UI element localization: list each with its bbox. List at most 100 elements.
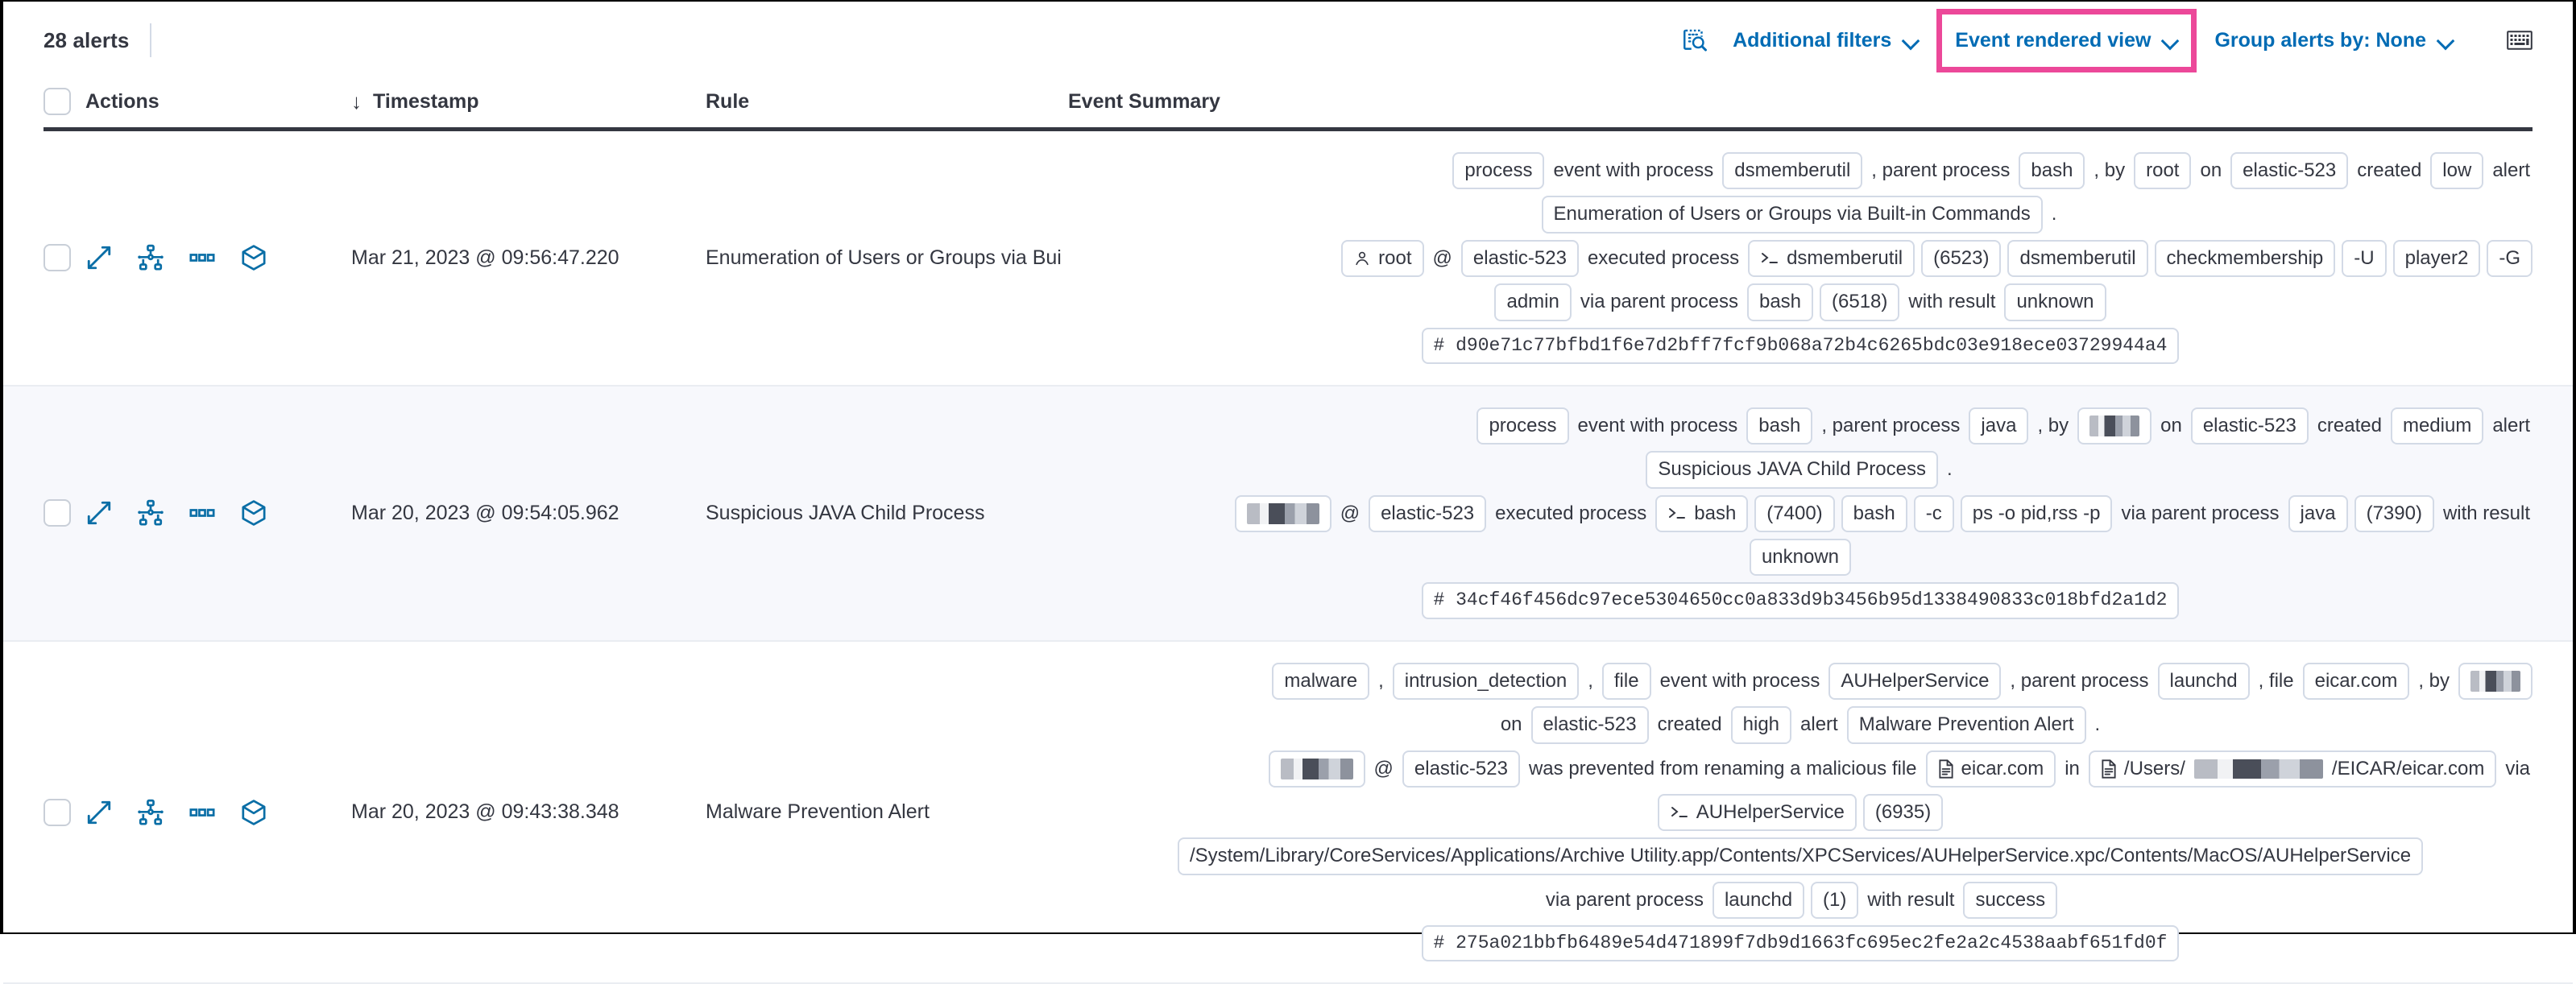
summary-chip[interactable]: elastic-523 <box>2190 407 2309 445</box>
summary-chip-redacted-user[interactable] <box>1268 750 1365 788</box>
summary-chip[interactable]: java <box>1969 407 2029 445</box>
column-header-timestamp[interactable]: ↓ Timestamp <box>351 89 706 114</box>
summary-chip[interactable]: launchd <box>1712 881 1805 920</box>
summary-text: @ <box>1340 502 1360 524</box>
row-select-checkbox[interactable] <box>43 798 71 826</box>
summary-chip[interactable]: java <box>2288 494 2348 533</box>
row-select-checkbox[interactable] <box>43 499 71 527</box>
more-actions-icon[interactable] <box>188 799 216 826</box>
summary-chip-redacted-user[interactable] <box>1234 494 1331 532</box>
additional-filters-button[interactable]: Additional filters <box>1720 21 1932 60</box>
session-view-icon[interactable] <box>240 499 267 527</box>
summary-chip[interactable]: (6523) <box>1921 239 2002 278</box>
summary-chip[interactable]: medium <box>2390 407 2484 445</box>
summary-chip[interactable]: bash <box>1655 494 1749 533</box>
row-rule-name[interactable]: Enumeration of Users or Groups via Bui <box>706 246 1062 269</box>
summary-chip-label: /System/Library/CoreServices/Application… <box>1189 845 2412 867</box>
summary-chip[interactable]: (7390) <box>2354 494 2434 533</box>
summary-chip[interactable]: Malware Prevention Alert <box>1846 706 2086 744</box>
summary-chip[interactable]: ps -o pid,rss -p <box>1960 494 2113 533</box>
summary-chip[interactable]: -c <box>1913 494 1954 533</box>
select-all-checkbox[interactable] <box>43 88 71 115</box>
summary-chip[interactable]: (6518) <box>1820 283 1900 321</box>
summary-text: , parent process <box>1871 159 2011 181</box>
chevron-down-icon <box>1903 32 1919 48</box>
summary-chip[interactable]: root <box>2134 152 2192 190</box>
summary-chip[interactable]: (7400) <box>1754 494 1835 533</box>
summary-chip[interactable]: # d90e71c77bfbd1f6e7d2bff7fcf9b068a72b4c… <box>1421 327 2180 364</box>
summary-chip[interactable]: -G <box>2487 239 2533 278</box>
summary-chip[interactable]: eicar.com <box>2302 662 2410 701</box>
summary-chip[interactable]: dsmemberutil <box>2007 239 2148 278</box>
session-view-icon[interactable] <box>240 244 267 271</box>
summary-chip[interactable]: unknown <box>1749 539 1852 577</box>
summary-chip[interactable]: AUHelperService <box>1828 662 2002 701</box>
summary-chip[interactable]: checkmembership <box>2154 239 2336 278</box>
summary-chip[interactable]: bash <box>1746 407 1813 445</box>
summary-chip[interactable]: intrusion_detection <box>1392 662 1580 701</box>
analyzer-icon[interactable] <box>137 244 164 271</box>
expand-icon[interactable] <box>85 244 113 271</box>
summary-chip[interactable]: elastic-523 <box>1402 750 1520 788</box>
summary-chip-label: elastic-523 <box>1472 246 1567 269</box>
summary-chip[interactable]: # 275a021bbfb6489e54d471899f7db9d1663fc6… <box>1421 925 2180 962</box>
column-header-timestamp-label: Timestamp <box>373 89 479 113</box>
row-rule-name[interactable]: Suspicious JAVA Child Process <box>706 501 985 524</box>
keyboard-shortcuts-button[interactable] <box>2495 23 2544 58</box>
summary-chip[interactable]: unknown <box>2004 283 2106 321</box>
summary-chip[interactable]: process <box>1476 407 1569 445</box>
more-actions-icon[interactable] <box>188 499 216 527</box>
summary-chip[interactable]: low <box>2430 152 2484 190</box>
summary-chip[interactable]: AUHelperService <box>1657 793 1857 832</box>
inspect-button[interactable] <box>1670 19 1720 62</box>
summary-chip[interactable]: bash <box>1841 494 1907 533</box>
summary-chip[interactable]: player2 <box>2392 239 2481 278</box>
summary-chip-redacted-user[interactable] <box>2077 407 2152 445</box>
expand-icon[interactable] <box>85 499 113 527</box>
expand-icon[interactable] <box>85 799 113 826</box>
analyzer-icon[interactable] <box>137 499 164 527</box>
summary-chip[interactable]: file <box>1601 662 1651 701</box>
summary-chip[interactable]: launchd <box>2157 662 2250 701</box>
summary-chip-redacted-user[interactable] <box>2458 662 2533 700</box>
analyzer-icon[interactable] <box>137 799 164 826</box>
summary-chip-file-path[interactable]: /Users//EICAR/eicar.com <box>2088 750 2497 788</box>
summary-chip[interactable]: elastic-523 <box>1369 494 1487 533</box>
summary-chip[interactable]: root <box>1341 239 1424 278</box>
summary-chip-label: player2 <box>2404 246 2469 269</box>
summary-chip[interactable]: admin <box>1494 283 1572 321</box>
summary-chip[interactable]: (6935) <box>1862 793 1944 832</box>
summary-chip[interactable]: eicar.com <box>1925 750 2056 788</box>
summary-chip[interactable]: elastic-523 <box>1530 706 1649 744</box>
summary-chip[interactable]: Enumeration of Users or Groups via Built… <box>1541 196 2043 234</box>
event-rendered-view-button[interactable]: Event rendered view <box>1950 29 2183 52</box>
summary-chip[interactable]: elastic-523 <box>2230 152 2349 190</box>
group-alerts-by-button[interactable]: Group alerts by: None <box>2201 21 2466 60</box>
summary-text: alert <box>2492 159 2530 181</box>
summary-chip[interactable]: high <box>1730 706 1792 744</box>
row-select-checkbox[interactable] <box>43 244 71 272</box>
summary-chip[interactable]: process <box>1452 152 1545 190</box>
summary-chip[interactable]: Suspicious JAVA Child Process <box>1646 451 1938 489</box>
summary-text: via parent process <box>1545 888 1704 911</box>
summary-chip[interactable]: /System/Library/CoreServices/Application… <box>1177 837 2424 875</box>
summary-chip[interactable]: bash <box>2019 152 2085 190</box>
summary-chip[interactable]: elastic-523 <box>1460 239 1579 278</box>
more-actions-icon[interactable] <box>188 244 216 271</box>
row-rule-name[interactable]: Malware Prevention Alert <box>706 800 930 824</box>
summary-chip[interactable]: dsmemberutil <box>1722 152 1863 190</box>
summary-chip[interactable]: bash <box>1746 283 1814 321</box>
event-summary-line: # 34cf46f456dc97ece5304650cc0a833d9b3456… <box>1068 582 2533 619</box>
summary-chip[interactable]: -U <box>2342 239 2387 278</box>
summary-chip[interactable]: success <box>1963 881 2058 920</box>
summary-chip[interactable]: malware <box>1272 662 1370 701</box>
session-view-icon[interactable] <box>240 799 267 826</box>
summary-chip[interactable]: dsmemberutil <box>1748 239 1915 278</box>
summary-chip-label: process <box>1464 159 1533 181</box>
summary-text: @ <box>1432 246 1452 269</box>
summary-chip[interactable]: (1) <box>1811 881 1859 920</box>
summary-chip[interactable]: # 34cf46f456dc97ece5304650cc0a833d9b3456… <box>1421 582 2180 619</box>
